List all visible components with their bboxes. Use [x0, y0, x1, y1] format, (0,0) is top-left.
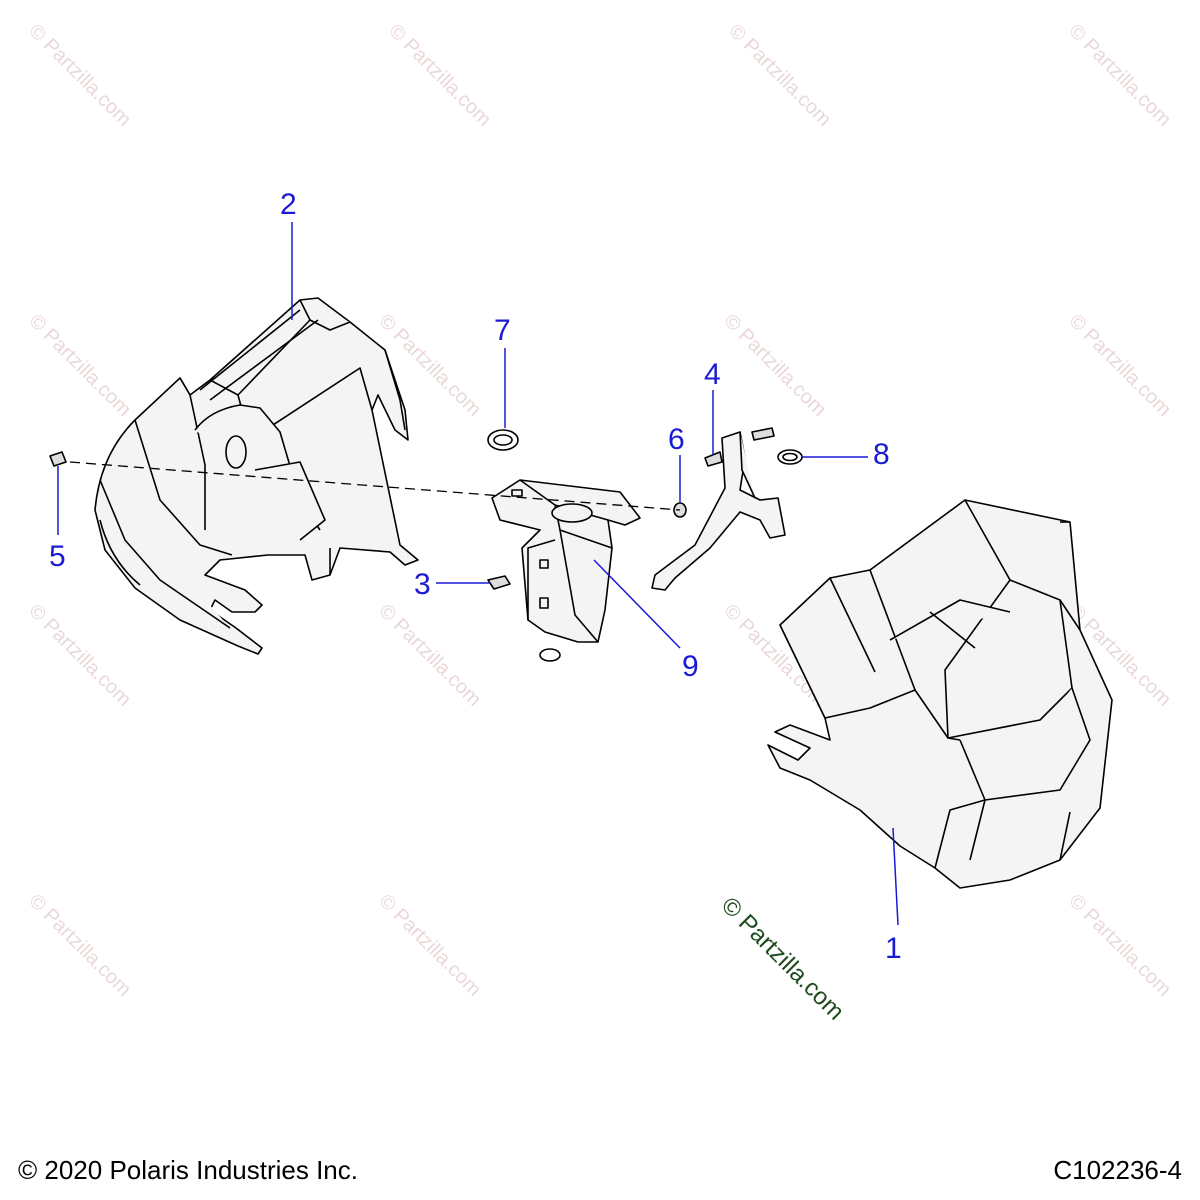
fastener-screw-3 — [487, 575, 511, 590]
callout-1: 1 — [885, 932, 902, 965]
callout-7: 7 — [494, 314, 511, 347]
leader-line-1 — [892, 827, 899, 926]
leader-line-9 — [593, 559, 681, 649]
copyright-text: © 2020 Polaris Industries Inc. — [18, 1155, 358, 1185]
grommet-8 — [777, 449, 803, 465]
fastener-screw-5 — [49, 451, 67, 467]
grommet-7 — [487, 429, 519, 451]
callout-3: 3 — [414, 568, 431, 601]
bolt-4 — [751, 427, 775, 441]
headlight-pod-part — [767, 499, 1113, 889]
clip-4 — [704, 451, 723, 467]
callout-4: 4 — [704, 358, 721, 391]
mounting-bracket-part — [491, 479, 641, 643]
assembly-line — [69, 461, 681, 511]
callout-9: 9 — [682, 650, 699, 683]
rear-housing-part — [94, 297, 419, 655]
grommet-9 — [539, 648, 561, 662]
diagram-code: C102236-4 — [1053, 1155, 1182, 1185]
callout-8: 8 — [873, 438, 890, 471]
callout-2: 2 — [280, 188, 297, 221]
secondary-bracket-part — [651, 431, 786, 591]
callout-6: 6 — [668, 423, 685, 456]
callout-5: 5 — [49, 540, 66, 573]
